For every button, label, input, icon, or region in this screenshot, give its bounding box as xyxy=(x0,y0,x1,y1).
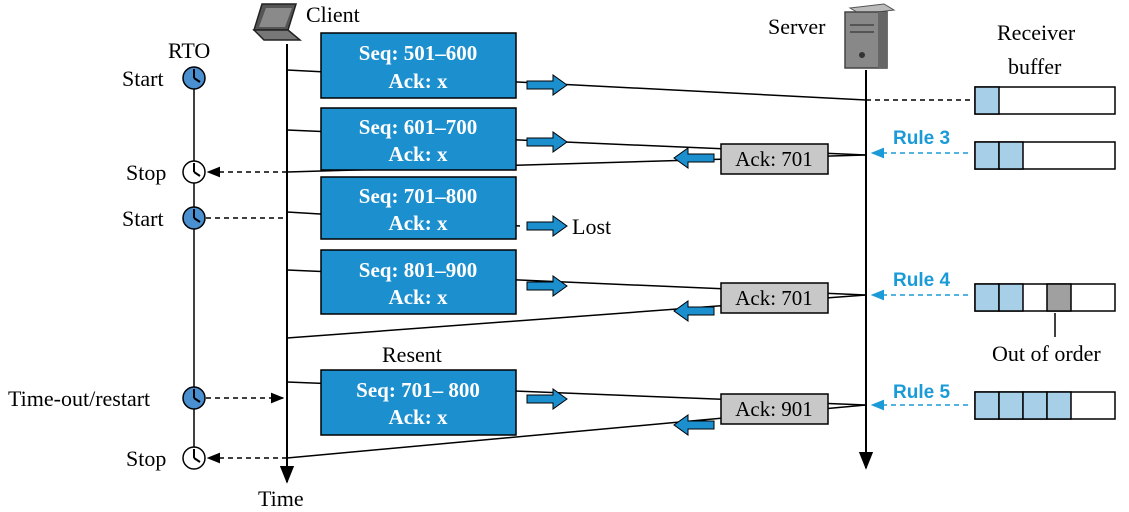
time-label: Time xyxy=(258,486,304,511)
timer-event-start-2: Start xyxy=(122,206,164,231)
segment-ack-1: Ack: x xyxy=(389,69,448,93)
timer-event-stop-1: Stop xyxy=(126,160,166,185)
timer-event-stop-2: Stop xyxy=(126,446,166,471)
buffer-cell-gray xyxy=(1046,283,1072,312)
timer-event-timeout: Time-out/restart xyxy=(8,386,150,411)
timer-stop-icon xyxy=(182,160,206,184)
rule-label-3: Rule 3 xyxy=(893,128,950,149)
timer-event-start-1: Start xyxy=(122,66,164,91)
segment-seq-5: Seq: 701– 800 xyxy=(356,378,480,402)
receiver-buffer-label-line2: buffer xyxy=(1008,54,1062,79)
client-label: Client xyxy=(306,2,360,27)
ack-label-3: Ack: 901 xyxy=(735,397,813,421)
lost-label: Lost xyxy=(572,214,611,239)
segment-box-4: Seq: 801–900 Ack: x xyxy=(320,249,517,315)
rule-label-5: Rule 5 xyxy=(893,382,950,403)
segment-seq-2: Seq: 601–700 xyxy=(359,115,477,139)
arrow-right-icon xyxy=(526,388,568,410)
segment-seq-4: Seq: 801–900 xyxy=(359,258,477,282)
arrow-right-icon xyxy=(526,74,568,96)
buffer-cell-filled xyxy=(974,391,1000,420)
receiver-buffers xyxy=(974,86,1116,420)
ack-box-3: Ack: 901 xyxy=(673,393,829,436)
segment-box-5: Seq: 701– 800 Ack: x xyxy=(320,369,517,436)
timer-stop-icon xyxy=(182,446,206,470)
segment-box-2: Seq: 601–700 Ack: x xyxy=(320,107,517,171)
out-of-order-label: Out of order xyxy=(992,341,1101,366)
server-label: Server xyxy=(768,14,826,39)
segment-ack-5: Ack: x xyxy=(389,405,448,429)
rule-label-4: Rule 4 xyxy=(893,270,950,291)
timer-timeout-icon xyxy=(182,386,206,410)
ack-label-2: Ack: 701 xyxy=(735,286,813,310)
segment-ack-3: Ack: x xyxy=(389,211,448,235)
buffer-cell-filled xyxy=(1046,391,1072,420)
buffer-cell-filled xyxy=(998,141,1024,170)
timer-start-icon xyxy=(182,206,206,230)
buffer-cell-filled xyxy=(974,86,1000,115)
arrow-right-icon xyxy=(526,131,568,153)
buffer-cell-filled xyxy=(1022,391,1048,420)
server-icon xyxy=(844,3,896,69)
arrow-right-icon xyxy=(526,275,568,297)
segment-seq-3: Seq: 701–800 xyxy=(359,184,477,208)
buffer-cell-filled xyxy=(974,283,1000,312)
buffer-cell-filled xyxy=(998,391,1024,420)
segment-ack-2: Ack: x xyxy=(389,142,448,166)
ack-box-2: Ack: 701 xyxy=(673,282,829,322)
receiver-buffer-label-line1: Receiver xyxy=(997,20,1076,45)
ack-label-1: Ack: 701 xyxy=(735,147,813,171)
timer-start-icon xyxy=(182,66,206,90)
buffer-cell-filled xyxy=(974,141,1000,170)
rto-label: RTO xyxy=(168,38,210,63)
segment-box-1: Seq: 501–600 Ack: x xyxy=(320,32,517,99)
ack-box-1: Ack: 701 xyxy=(673,143,829,175)
segment-ack-4: Ack: x xyxy=(389,285,448,309)
segment-box-3: Seq: 701–800 Ack: x xyxy=(320,176,517,240)
segment-seq-1: Seq: 501–600 xyxy=(359,41,477,65)
resent-label: Resent xyxy=(382,342,442,367)
arrow-right-icon xyxy=(526,215,568,237)
laptop-icon xyxy=(252,3,303,41)
buffer-cell-filled xyxy=(998,283,1024,312)
